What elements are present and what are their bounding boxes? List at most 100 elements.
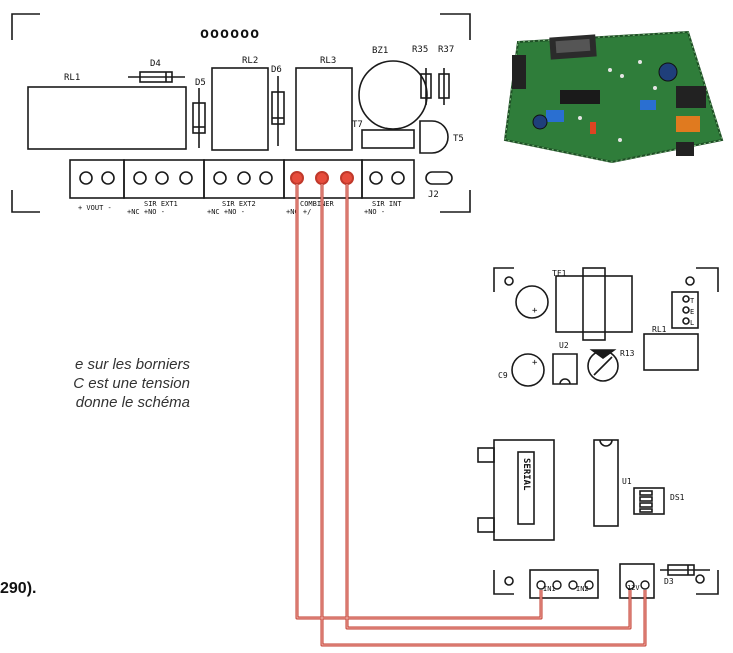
terminal-block-vout <box>69 159 125 199</box>
label-t5: T5 <box>453 134 464 144</box>
wire-combiner-1-to-in1 <box>295 184 543 620</box>
photo-terminal-left <box>512 55 526 89</box>
screw-in2-b <box>584 580 594 590</box>
screw-ext1-no <box>155 171 169 185</box>
label-rl1: RL1 <box>64 73 80 83</box>
corner-mark-top-left <box>11 13 40 40</box>
screw-ext2-nc <box>213 171 227 185</box>
label-tel-l: L <box>690 319 694 327</box>
photo-capacitor <box>658 62 678 82</box>
corner-mark-bottom-right <box>440 190 471 213</box>
label-sir-int-pins: +NO - <box>364 208 385 216</box>
diode-d5 <box>192 102 206 134</box>
wire-combiner-2-to-12v-minus <box>320 184 647 647</box>
capacitor-tf1-side <box>515 285 549 319</box>
svg-text:+: + <box>532 306 538 316</box>
corner-mark-bl-bottom-right <box>696 570 719 595</box>
terminal-block-sir-int <box>361 159 415 199</box>
top-board <box>11 13 471 213</box>
label-combiner-pins: +NC +/ <box>286 208 311 216</box>
label-d6: D6 <box>271 65 282 75</box>
label-sir-ext1-pins: +NC +NO - <box>127 208 165 216</box>
combiner-screws <box>290 171 354 185</box>
label-d5: D5 <box>195 78 206 88</box>
transistor-t5 <box>419 120 449 154</box>
label-12v: 12V <box>627 584 640 592</box>
module-photo <box>503 30 724 164</box>
label-r37: R37 <box>438 45 454 55</box>
resistor-r37 <box>438 73 450 99</box>
label-d4: D4 <box>150 59 161 69</box>
bottom-board-labels: TF1 T E L RL1 U2 R13 C9 SERIAL U1 DS1 IN… <box>498 269 695 593</box>
diode-d6 <box>271 91 285 125</box>
label-serial: SERIAL <box>521 458 531 491</box>
terminal-in1-in2 <box>529 569 599 599</box>
label-in1: IN1 <box>543 585 556 593</box>
component-t7 <box>361 129 415 149</box>
corner-mark-bl-top-right <box>696 267 719 292</box>
screw-ext1-minus <box>179 171 193 185</box>
serial-connector <box>493 439 555 541</box>
caption-line-3: donne le schéma <box>75 394 190 411</box>
screw-12v-plus <box>625 580 635 590</box>
label-r35: R35 <box>412 45 428 55</box>
relay-rl2 <box>211 67 269 151</box>
dip-switch-ds1 <box>633 487 665 515</box>
screw-vout-minus <box>101 171 115 185</box>
top-board-labels: oooooo RL1 D4 D5 RL2 D6 RL3 BZ1 R35 R37 … <box>64 24 464 216</box>
caption-text: e sur les borniers C est une tension don… <box>0 355 190 412</box>
label-in2: IN2 <box>576 585 589 593</box>
caption-line-2: C est une tension <box>73 375 190 392</box>
corner-mark-top-right <box>440 13 471 40</box>
ic-u2 <box>552 353 578 385</box>
capacitor-c9 <box>511 353 545 387</box>
label-sir-ext1: SIR EXT1 <box>144 200 178 208</box>
jumper-j2 <box>425 171 453 185</box>
label-combiner: COMBINER <box>300 200 335 208</box>
label-sir-int: SIR INT <box>372 200 402 208</box>
photo-relay <box>676 116 700 132</box>
screw-12v-minus <box>640 580 650 590</box>
label-ds1: DS1 <box>670 493 685 502</box>
label-u1: U1 <box>622 477 632 486</box>
mounting-hole-tl <box>504 276 514 286</box>
label-r13: R13 <box>620 349 635 358</box>
terminal-12v <box>619 563 655 599</box>
screw-ext1-nc <box>133 171 147 185</box>
label-d3: D3 <box>664 577 674 586</box>
wire-combiner-3-to-12v-plus <box>345 184 632 630</box>
screw-combiner-3 <box>340 171 354 185</box>
bottom-board: + + <box>477 267 719 599</box>
label-sir-ext2-pins: +NC +NO - <box>207 208 245 216</box>
screw-int-minus <box>391 171 405 185</box>
mounting-hole-bl <box>504 576 514 586</box>
svg-text:+: + <box>532 358 538 368</box>
label-t7: T7 <box>352 120 363 130</box>
transformer-tf1 <box>555 275 633 333</box>
label-tel-t: T <box>690 297 695 305</box>
relay-rl1-bottom <box>643 333 699 371</box>
screw-in2-a <box>568 580 578 590</box>
photo-ic <box>560 90 600 104</box>
label-rl1-bottom: RL1 <box>652 325 667 334</box>
corner-mark-bottom-left <box>11 190 40 213</box>
buzzer-bz1 <box>358 60 428 130</box>
label-rl2: RL2 <box>242 56 258 66</box>
mounting-hole-br <box>695 574 705 584</box>
label-j2: J2 <box>428 190 439 200</box>
screw-ext2-minus <box>259 171 273 185</box>
terminal-screws <box>79 171 405 185</box>
relay-rl3 <box>295 67 353 151</box>
screw-int-no <box>369 171 383 185</box>
relay-rl1 <box>27 86 187 150</box>
label-c9: C9 <box>498 371 508 380</box>
header-dots: oooooo <box>200 24 260 42</box>
label-tel-e: E <box>690 308 694 316</box>
tel-connector <box>671 291 699 329</box>
photo-dip-switch <box>546 110 564 122</box>
bottom-terminal-screws <box>536 580 650 590</box>
screw-in1-b <box>552 580 562 590</box>
label-rl3: RL3 <box>320 56 336 66</box>
label-tf1: TF1 <box>552 269 567 278</box>
